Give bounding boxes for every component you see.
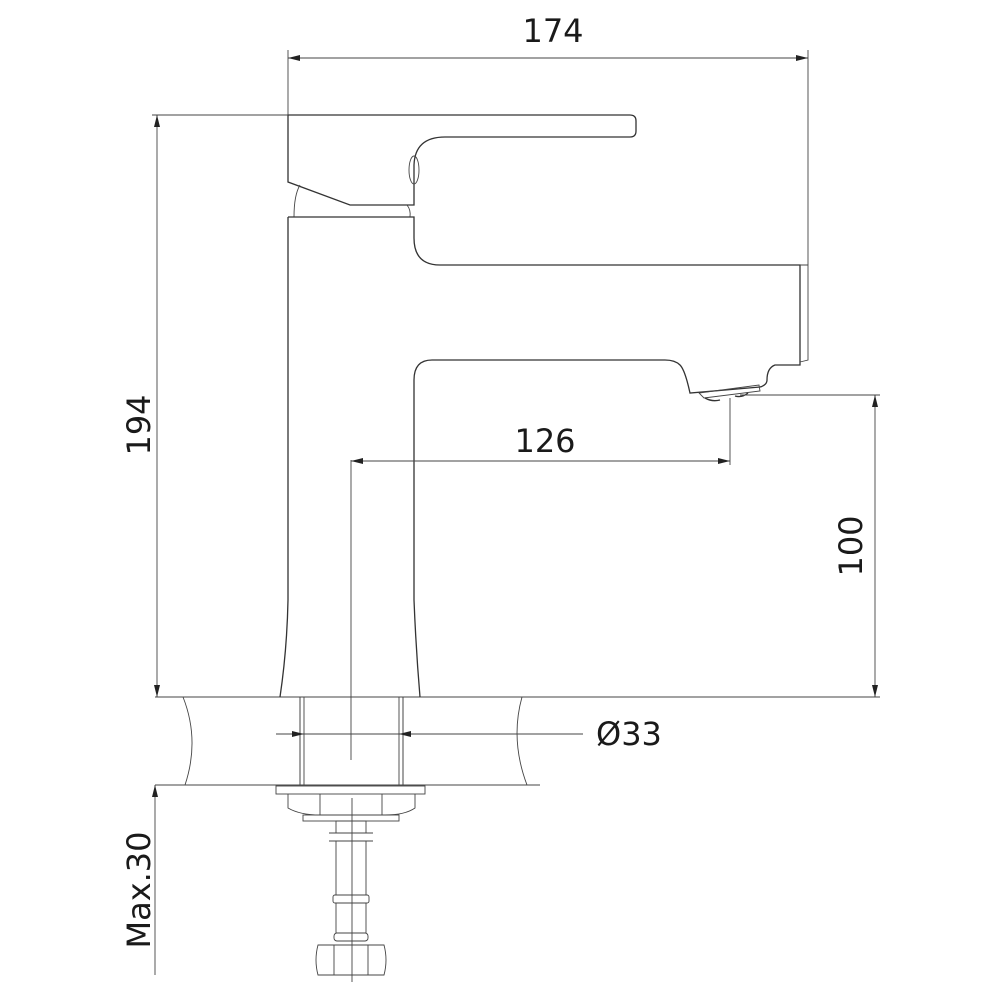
dimension-overall-height: 194 [120,114,288,697]
overall-height-label: 194 [120,394,158,455]
dimension-overall-length: 174 [287,12,809,265]
mounting-hardware [275,785,426,982]
spout-height-label: 100 [832,515,870,576]
mounting-hole-label: Ø33 [596,715,662,753]
overall-length-label: 174 [522,12,583,50]
faucet-body [279,114,809,698]
dimension-spout-reach: 126 [351,398,731,465]
countertop-section [155,696,880,786]
max-thickness-label: Max.30 [120,831,158,948]
dimension-mounting-hole: Ø33 [276,715,662,753]
dimension-spout-height: 100 [740,394,880,697]
spout-reach-label: 126 [514,422,575,460]
dimension-max-thickness: Max.30 [120,785,158,975]
